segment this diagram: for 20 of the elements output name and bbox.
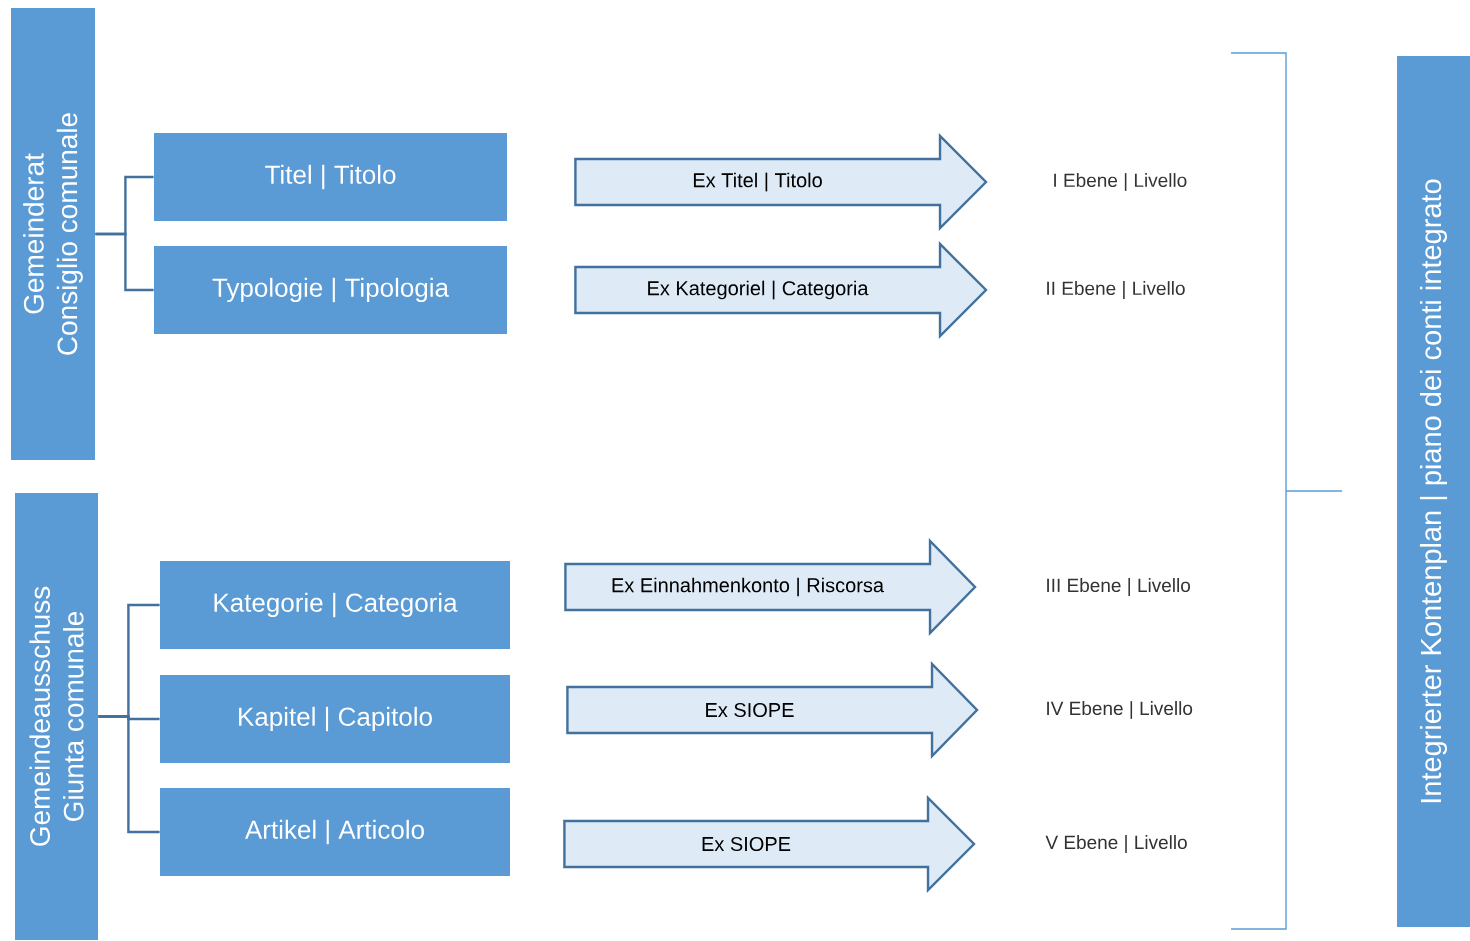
level-box: Titel | Titolo [154, 133, 507, 221]
side-band: Gemeindeausschuss Giunta comunale [15, 493, 98, 940]
connector-line [95, 232, 154, 292]
level-label: III Ebene | Livello [1047, 578, 1191, 596]
level-box: Artikel | Articolo [160, 788, 510, 876]
level-box: Kategorie | Categoria [160, 561, 510, 649]
level-label: IV Ebene | Livello [1047, 701, 1193, 719]
level-label: I Ebene | Livello [1054, 173, 1187, 191]
level-label: V Ebene | Livello [1045, 835, 1187, 853]
edge-label: Ex Einnahmenkonto | Riscorsa [608, 575, 887, 599]
connector-line [98, 715, 160, 834]
edge-label: Ex Titel | Titolo [690, 170, 825, 194]
level-label: II Ebene | Livello [1047, 281, 1185, 299]
block-arrow [563, 795, 976, 893]
edge-label: Ex Kategoriel | Categoria [644, 278, 871, 302]
side-band: Gemeinderat Consiglio comunale [11, 8, 95, 460]
level-box: Typologie | Tipologia [154, 246, 507, 334]
side-band: Integrierter Kontenplan | piano dei conti integrato [1397, 56, 1470, 927]
level-box: Kapitel | Capitolo [160, 675, 510, 763]
block-arrow [566, 661, 979, 759]
